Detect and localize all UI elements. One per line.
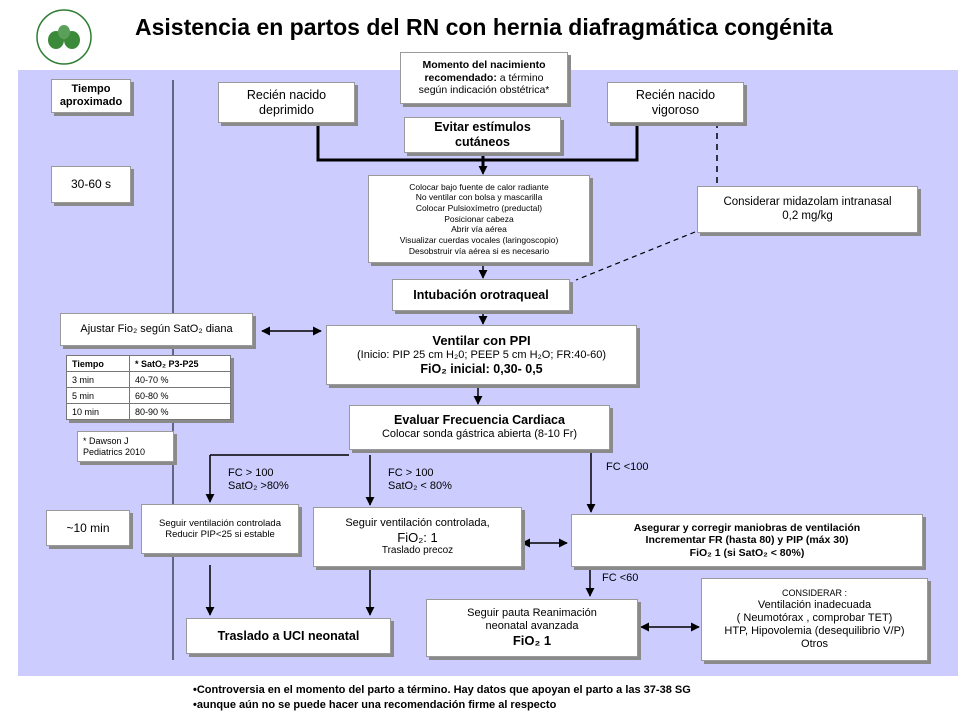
table-header-cell: Tiempo [66, 355, 130, 372]
step-item: Desobstruir vía aérea si es necesario [408, 245, 550, 256]
table-header-cell: * SatO₂ P3-P25 [129, 355, 231, 372]
birth-moment-heading: Momento del nacimiento [422, 59, 546, 72]
box-line: FiO₂ 1 (si SatO₂ < 80%) [689, 546, 805, 559]
table-cell: 5 min [66, 387, 130, 404]
table-row: 3 min 40-70 % [66, 371, 231, 388]
branch-label-c: FC <100 [606, 461, 649, 474]
step-item: Abrir vía aérea [451, 224, 507, 235]
reference-line: Pediatrics 2010 [83, 446, 146, 457]
box-line: Evitar estímulos [434, 120, 531, 134]
branch-label-b: FC > 100 SatO₂ < 80% [388, 467, 452, 492]
ventilate-title: Ventilar con PPI [432, 333, 531, 349]
table-row: 10 min 80-90 % [66, 403, 231, 420]
consider-box: CONSIDERAR : Ventilación inadecuada ( Ne… [701, 578, 928, 661]
avoid-stimuli-box: Evitar estímulos cutáneos [404, 117, 561, 153]
saturation-table: Tiempo * SatO₂ P3-P25 3 min 40-70 % 5 mi… [66, 355, 231, 420]
time-10min: ~10 min [46, 510, 130, 546]
footnote: •aunque aún no se puede hacer una recome… [193, 699, 557, 711]
vigorous-newborn-box: Recién nacido vigoroso [607, 82, 744, 123]
evaluate-hr-box: Evaluar Frecuencia Cardiaca Colocar sond… [349, 405, 610, 450]
time-label: 30-60 s [70, 177, 112, 192]
birth-moment-box: Momento del nacimiento recomendado: a té… [400, 52, 568, 104]
consider-item: HTP, Hipovolemia (desequilibrio V/P) [724, 624, 905, 637]
adjust-fio2-box: Ajustar Fio₂ según SatO₂ diana [60, 313, 253, 346]
box-line: Seguir ventilación controlada, [345, 516, 490, 529]
branch-text: FC <60 [602, 572, 639, 584]
time-30-60s: 30-60 s [51, 166, 131, 203]
box-line: Ajustar Fio₂ según SatO₂ diana [80, 322, 233, 335]
ventilate-ppi-box: Ventilar con PPI (Inicio: PIP 25 cm H₂0;… [326, 325, 637, 385]
ventilate-params: (Inicio: PIP 25 cm H₂0; PEEP 5 cm H₂O; F… [357, 348, 606, 361]
footnote: •Controversia en el momento del parto a … [193, 684, 691, 696]
birth-moment-text: a término [496, 71, 544, 84]
society-logo [12, 6, 112, 68]
page-title: Asistencia en partos del RN con hernia d… [135, 14, 833, 40]
step-item: No ventilar con bolsa y mascarilla [415, 192, 543, 203]
birth-moment-heading: recomendado: [424, 71, 497, 84]
initial-steps-box: Colocar bajo fuente de calor radiante No… [368, 175, 590, 263]
box-line: Recién nacido [635, 87, 716, 102]
step-item: Visualizar cuerdas vocales (laringoscopi… [399, 234, 559, 245]
ensure-ventilation-box: Asegurar y corregir maniobras de ventila… [571, 514, 923, 567]
time-header: Tiempo aproximado [51, 79, 131, 113]
box-line: Seguir ventilación controlada [159, 517, 281, 529]
continue-ventilation-a-box: Seguir ventilación controlada Reducir PI… [141, 504, 299, 554]
box-line: Reducir PIP<25 si estable [165, 529, 275, 540]
box-line: Traslado precoz [381, 545, 454, 557]
box-line: Seguir pauta Reanimación [467, 607, 597, 620]
reference-box: * Dawson J Pediatrics 2010 [77, 431, 174, 462]
midazolam-box: Considerar midazolam intranasal 0,2 mg/k… [697, 186, 918, 233]
table-cell: 40-70 % [129, 371, 231, 388]
birth-moment-text: según indicación obstétrica* [418, 84, 550, 97]
depressed-newborn-box: Recién nacido deprimido [218, 82, 355, 123]
ventilate-fio2: FiO₂ inicial: 0,30- 0,5 [420, 361, 543, 376]
time-header-line: Tiempo [71, 82, 111, 95]
table-cell: 10 min [66, 403, 130, 420]
table-cell: 80-90 % [129, 403, 231, 420]
box-line: Incrementar FR (hasta 80) y PIP (máx 30) [645, 534, 849, 547]
consider-item: Otros [801, 638, 828, 651]
box-line: Asegurar y corregir maniobras de ventila… [633, 521, 861, 534]
time-label: ~10 min [66, 520, 110, 535]
box-line: Considerar midazolam intranasal [723, 195, 892, 208]
box-line: neonatal avanzada [485, 620, 579, 633]
branch-text: FC > 100 [388, 467, 434, 479]
box-line: deprimido [259, 102, 314, 117]
box-line: Recién nacido [246, 87, 327, 102]
time-header-line: aproximado [59, 96, 123, 108]
box-line: FiO₂: 1 [397, 529, 438, 545]
table-cell: 3 min [66, 371, 130, 388]
box-line: Traslado a UCI neonatal [217, 628, 360, 643]
evaluate-sub: Colocar sonda gástrica abierta (8-10 Fr) [381, 428, 578, 441]
step-item: Posicionar cabeza [444, 213, 514, 224]
continue-ventilation-b-box: Seguir ventilación controlada, FiO₂: 1 T… [313, 507, 522, 567]
intubation-box: Intubación orotraqueal [392, 279, 570, 311]
table-cell: 60-80 % [129, 387, 231, 404]
step-item: Colocar bajo fuente de calor radiante [409, 181, 549, 192]
table-header-row: Tiempo * SatO₂ P3-P25 [66, 355, 231, 372]
branch-text: FC <100 [606, 461, 649, 473]
branch-text: SatO₂ >80% [228, 479, 289, 492]
evaluate-title: Evaluar Frecuencia Cardiaca [394, 413, 565, 428]
box-line: 0,2 mg/kg [782, 209, 833, 222]
transfer-nicu-box: Traslado a UCI neonatal [186, 618, 391, 654]
box-line: FiO₂ 1 [512, 633, 552, 649]
box-line: cutáneos [455, 135, 510, 149]
consider-item: ( Neumotórax , comprobar TET) [736, 611, 893, 624]
box-line: Intubación orotraqueal [413, 287, 549, 302]
branch-text: SatO₂ < 80% [388, 479, 452, 492]
branch-label-d: FC <60 [602, 572, 638, 585]
advanced-resuscitation-box: Seguir pauta Reanimación neonatal avanza… [426, 599, 638, 657]
table-row: 5 min 60-80 % [66, 387, 231, 404]
branch-label-a: FC > 100 SatO₂ >80% [228, 467, 289, 492]
consider-item: Ventilación inadecuada [757, 598, 872, 611]
step-item: Colocar Pulsioxímetro (preductal) [415, 203, 543, 214]
box-line: vigoroso [651, 102, 700, 117]
reference-line: * Dawson J [83, 435, 129, 446]
consider-title: CONSIDERAR : [781, 587, 847, 598]
branch-text: FC > 100 [228, 467, 274, 479]
